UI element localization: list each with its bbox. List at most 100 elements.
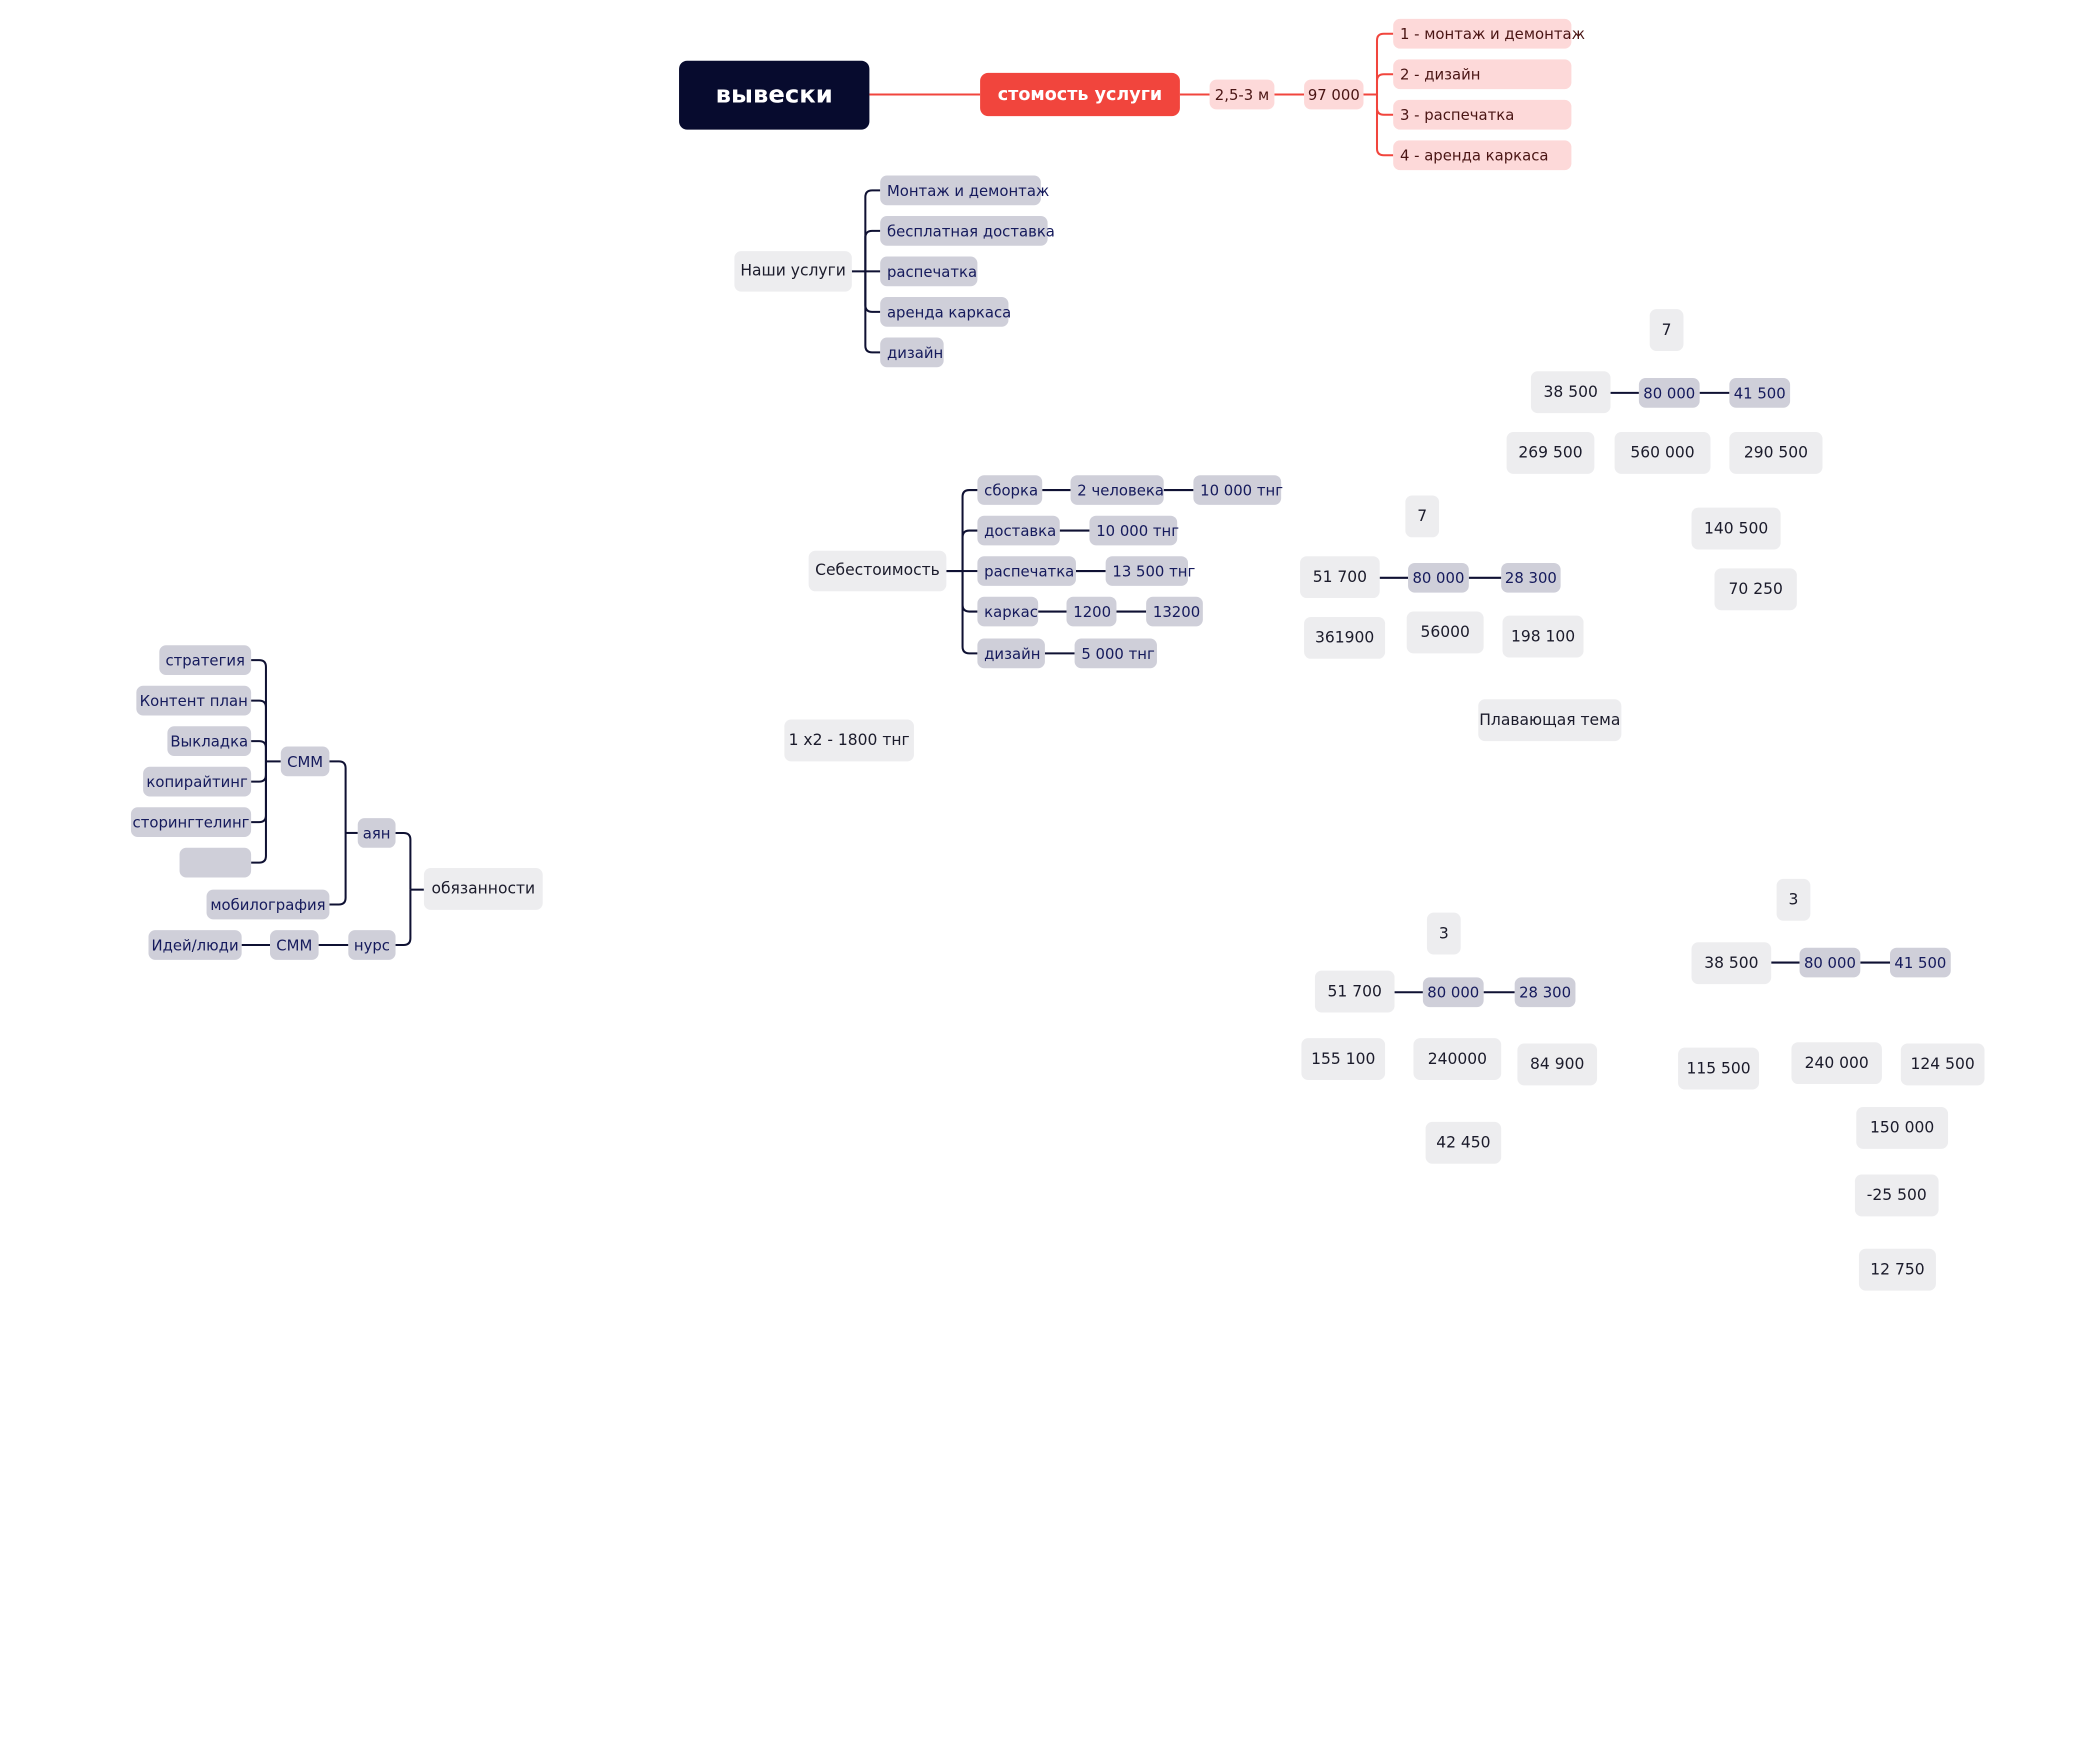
price-item-2[interactable]: 2 - дизайн: [1393, 59, 1572, 90]
smm-item-storytelling[interactable]: сторингтелинг: [130, 807, 252, 837]
connector-line: [961, 571, 978, 655]
cost-row-print-price[interactable]: 13 500 тнг: [1105, 556, 1195, 586]
service-cost-topic[interactable]: стомость услуги: [980, 72, 1180, 117]
connector-line: [329, 832, 347, 906]
price-item-1[interactable]: 1 - монтаж и демонтаж: [1393, 18, 1585, 49]
ayan-smm-topic[interactable]: СММ: [280, 746, 330, 777]
calc-d-center[interactable]: 80 000: [1799, 947, 1861, 978]
connector-line: [961, 529, 978, 572]
connector-line: [251, 761, 267, 783]
connector-line: [251, 659, 267, 762]
calc-c-total-2[interactable]: 240000: [1413, 1038, 1502, 1080]
calc-b-total-3[interactable]: 198 100: [1502, 615, 1584, 658]
cost-row-assembly-price[interactable]: 10 000 тнг: [1193, 475, 1283, 505]
connector-line: [864, 229, 881, 272]
calc-d-extra-2[interactable]: -25 500: [1854, 1174, 1939, 1217]
connector-line: [329, 760, 347, 833]
connector-line: [251, 699, 267, 762]
calc-d-left[interactable]: 38 500: [1691, 942, 1772, 985]
duties-topic[interactable]: обязанности: [423, 868, 543, 910]
cost-row-assembly[interactable]: сборка: [977, 475, 1043, 505]
calc-a-center[interactable]: 80 000: [1638, 378, 1700, 408]
cost-price-topic[interactable]: Себестоимость: [808, 550, 947, 592]
calc-c-left[interactable]: 51 700: [1314, 970, 1395, 1013]
price-item-4[interactable]: 4 - аренда каркаса: [1393, 140, 1572, 171]
connector-line: [1375, 73, 1394, 95]
connector-line: [1375, 94, 1394, 116]
calc-c-total-3[interactable]: 84 900: [1517, 1043, 1598, 1086]
connector-line: [395, 831, 412, 890]
connector-line: [251, 761, 267, 824]
ideas-people-topic[interactable]: Идей/люди: [148, 930, 242, 960]
smm-item-empty[interactable]: [179, 847, 252, 878]
calc-a-total-1[interactable]: 269 500: [1506, 432, 1595, 474]
calc-b-right[interactable]: 28 300: [1501, 562, 1561, 593]
root-topic[interactable]: вывески: [679, 60, 870, 130]
price-item-3[interactable]: 3 - распечатка: [1393, 99, 1572, 130]
cost-row-print[interactable]: распечатка: [977, 556, 1076, 586]
calc-a-extra-1[interactable]: 140 500: [1691, 507, 1781, 550]
calc-b-center[interactable]: 80 000: [1408, 562, 1469, 593]
calc-d-count[interactable]: 3: [1776, 878, 1811, 921]
cost-row-delivery[interactable]: доставка: [977, 515, 1060, 546]
calc-d-extra-1[interactable]: 150 000: [1856, 1107, 1949, 1149]
connector-line: [251, 761, 267, 864]
connector-line: [961, 571, 978, 613]
connector-line: [1375, 94, 1394, 157]
cost-row-frame-qty[interactable]: 1200: [1066, 596, 1117, 627]
cost-row-design[interactable]: дизайн: [977, 638, 1045, 669]
price-topic[interactable]: 97 000: [1304, 79, 1364, 110]
connector-line: [251, 740, 267, 762]
calc-b-left[interactable]: 51 700: [1300, 556, 1380, 599]
nurs-smm-topic[interactable]: СММ: [270, 930, 319, 960]
calc-b-count[interactable]: 7: [1405, 495, 1440, 538]
cost-row-frame-total[interactable]: 13200: [1146, 596, 1203, 627]
calc-d-extra-3[interactable]: 12 750: [1858, 1248, 1936, 1291]
smm-item-copywriting[interactable]: копирайтинг: [143, 766, 252, 797]
connector-line: [961, 489, 978, 572]
cost-row-design-price[interactable]: 5 000 тнг: [1074, 638, 1157, 669]
calc-c-right[interactable]: 28 300: [1514, 977, 1576, 1008]
calc-d-total-1[interactable]: 115 500: [1678, 1047, 1760, 1090]
calc-b-total-2[interactable]: 56000: [1406, 611, 1484, 654]
service-item-3[interactable]: распечатка: [880, 256, 978, 287]
size-topic[interactable]: 2,5-3 м: [1209, 79, 1275, 110]
calc-a-total-3[interactable]: 290 500: [1729, 432, 1823, 474]
connector-line: [864, 271, 881, 313]
cost-row-frame[interactable]: каркас: [977, 596, 1039, 627]
calc-d-total-2[interactable]: 240 000: [1791, 1042, 1882, 1085]
calc-a-right[interactable]: 41 500: [1729, 378, 1791, 408]
ayan-topic[interactable]: аян: [357, 818, 396, 848]
floating-topic[interactable]: Плавающая тема: [1478, 699, 1622, 742]
calc-d-total-3[interactable]: 124 500: [1900, 1043, 1985, 1086]
mobilography-topic[interactable]: мобилография: [206, 889, 330, 920]
calc-a-left[interactable]: 38 500: [1530, 371, 1611, 414]
connector-line: [1375, 32, 1394, 95]
calc-c-count[interactable]: 3: [1426, 912, 1461, 955]
calc-a-count[interactable]: 7: [1649, 309, 1684, 351]
calc-c-center[interactable]: 80 000: [1422, 977, 1484, 1008]
smm-item-strategy[interactable]: стратегия: [159, 645, 252, 675]
calc-d-right[interactable]: 41 500: [1890, 947, 1951, 978]
calc-a-total-2[interactable]: 560 000: [1614, 432, 1711, 474]
calc-b-total-1[interactable]: 361900: [1304, 616, 1386, 659]
connector-line: [395, 889, 412, 947]
service-item-4[interactable]: аренда каркаса: [880, 297, 1011, 327]
cost-row-assembly-people[interactable]: 2 человека: [1070, 475, 1164, 505]
smm-item-content-plan[interactable]: Контент план: [136, 685, 252, 716]
smm-item-posting[interactable]: Выкладка: [167, 726, 252, 756]
service-item-2[interactable]: бесплатная доставка: [880, 216, 1055, 246]
calc-a-extra-2[interactable]: 70 250: [1714, 568, 1797, 611]
connector-line: [864, 271, 881, 354]
nurs-topic[interactable]: нурс: [348, 930, 396, 960]
connector-line: [864, 189, 881, 272]
calc-c-total-1[interactable]: 155 100: [1301, 1038, 1386, 1080]
connector-lines: [241, 32, 1891, 994]
service-item-1[interactable]: Монтаж и демонтаж: [880, 175, 1049, 206]
cost-row-delivery-price[interactable]: 10 000 тнг: [1089, 515, 1179, 546]
service-item-5[interactable]: дизайн: [880, 337, 944, 368]
print-note-topic[interactable]: 1 х2 - 1800 тнг: [784, 719, 914, 762]
calc-c-extra[interactable]: 42 450: [1425, 1121, 1502, 1164]
our-services-topic[interactable]: Наши услуги: [734, 251, 852, 292]
